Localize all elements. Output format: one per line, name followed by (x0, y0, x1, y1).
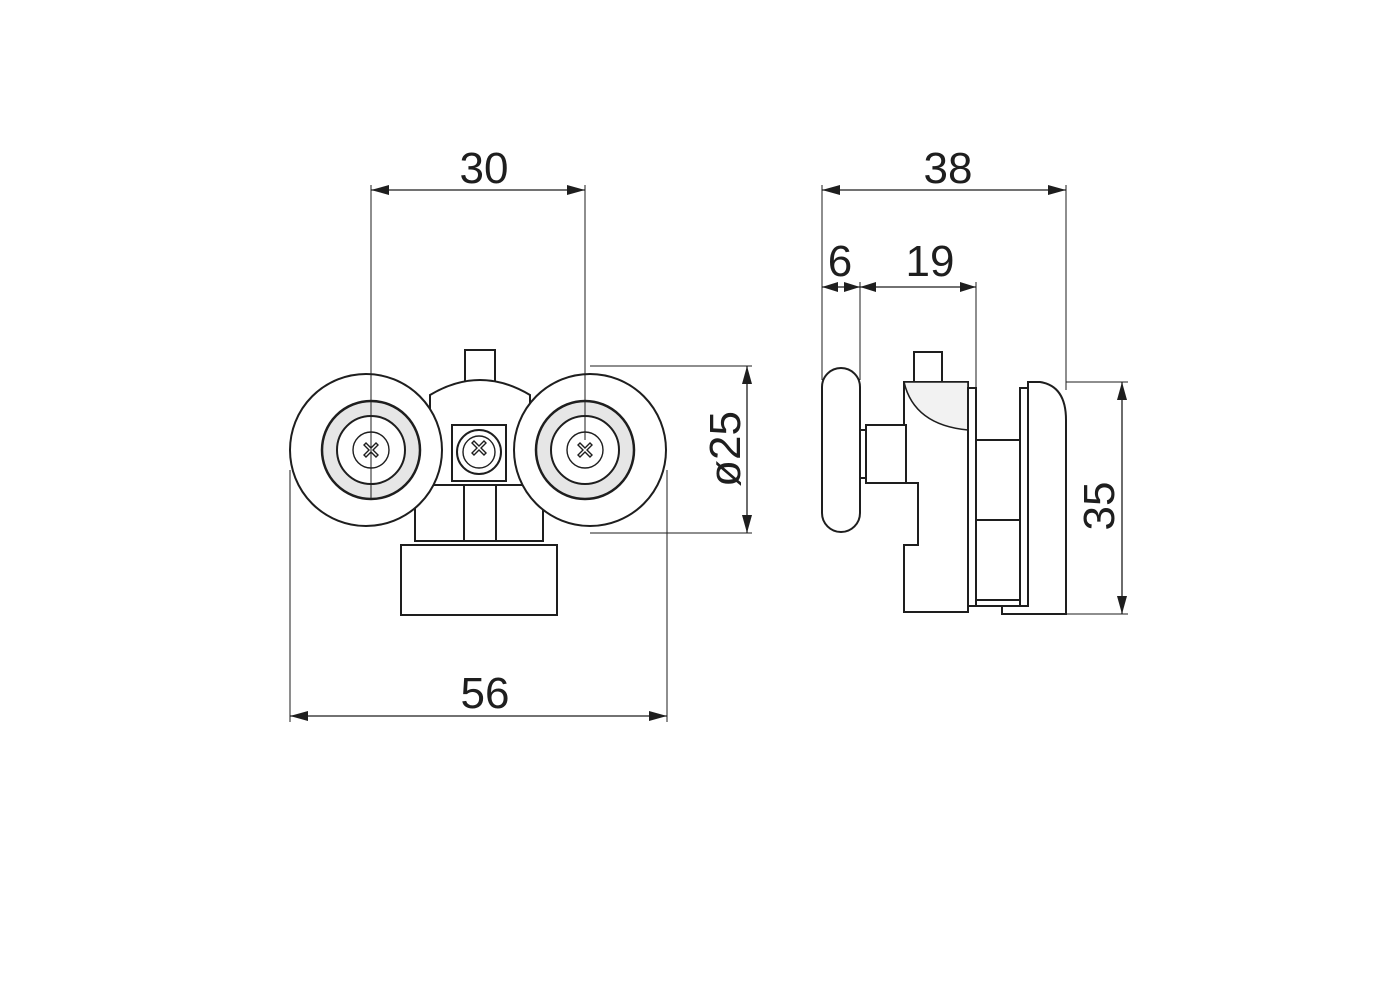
dimension-overall-depth: 38 (822, 144, 1066, 195)
side-clamp-outer (1019, 387, 1029, 607)
dimension-label-overall-height: 35 (1075, 482, 1124, 531)
dimension-label-wheel-diameter: ø25 (701, 411, 750, 487)
dimension-label-roller-spacing: 30 (460, 144, 509, 193)
side-view: 38 6 19 35 (821, 144, 1128, 615)
phillips-screw-icon (471, 440, 487, 456)
dimension-label-overall-depth: 38 (924, 144, 973, 193)
left-wheel (289, 373, 443, 527)
side-axle (865, 424, 907, 484)
dimension-stem-length: 19 (860, 237, 976, 292)
dimension-wheel-thickness: 6 (822, 237, 860, 292)
dimension-wheel-diameter: ø25 (701, 366, 752, 533)
dimension-overall-width: 56 (290, 669, 667, 721)
right-wheel (513, 373, 667, 527)
dimension-overall-height: 35 (1075, 382, 1127, 614)
side-cap (1001, 381, 1067, 615)
phillips-screw-icon (577, 442, 593, 458)
side-wheel (821, 367, 861, 533)
side-clamp-inner (967, 387, 977, 607)
front-body-base (400, 544, 558, 616)
dimension-roller-spacing: 30 (371, 144, 585, 195)
front-view: 30 56 ø25 (289, 144, 752, 722)
dimension-label-stem-length: 19 (906, 237, 955, 286)
dimension-label-overall-width: 56 (461, 669, 510, 718)
side-top-pin (913, 351, 943, 385)
dimension-label-wheel-thickness: 6 (828, 237, 852, 286)
